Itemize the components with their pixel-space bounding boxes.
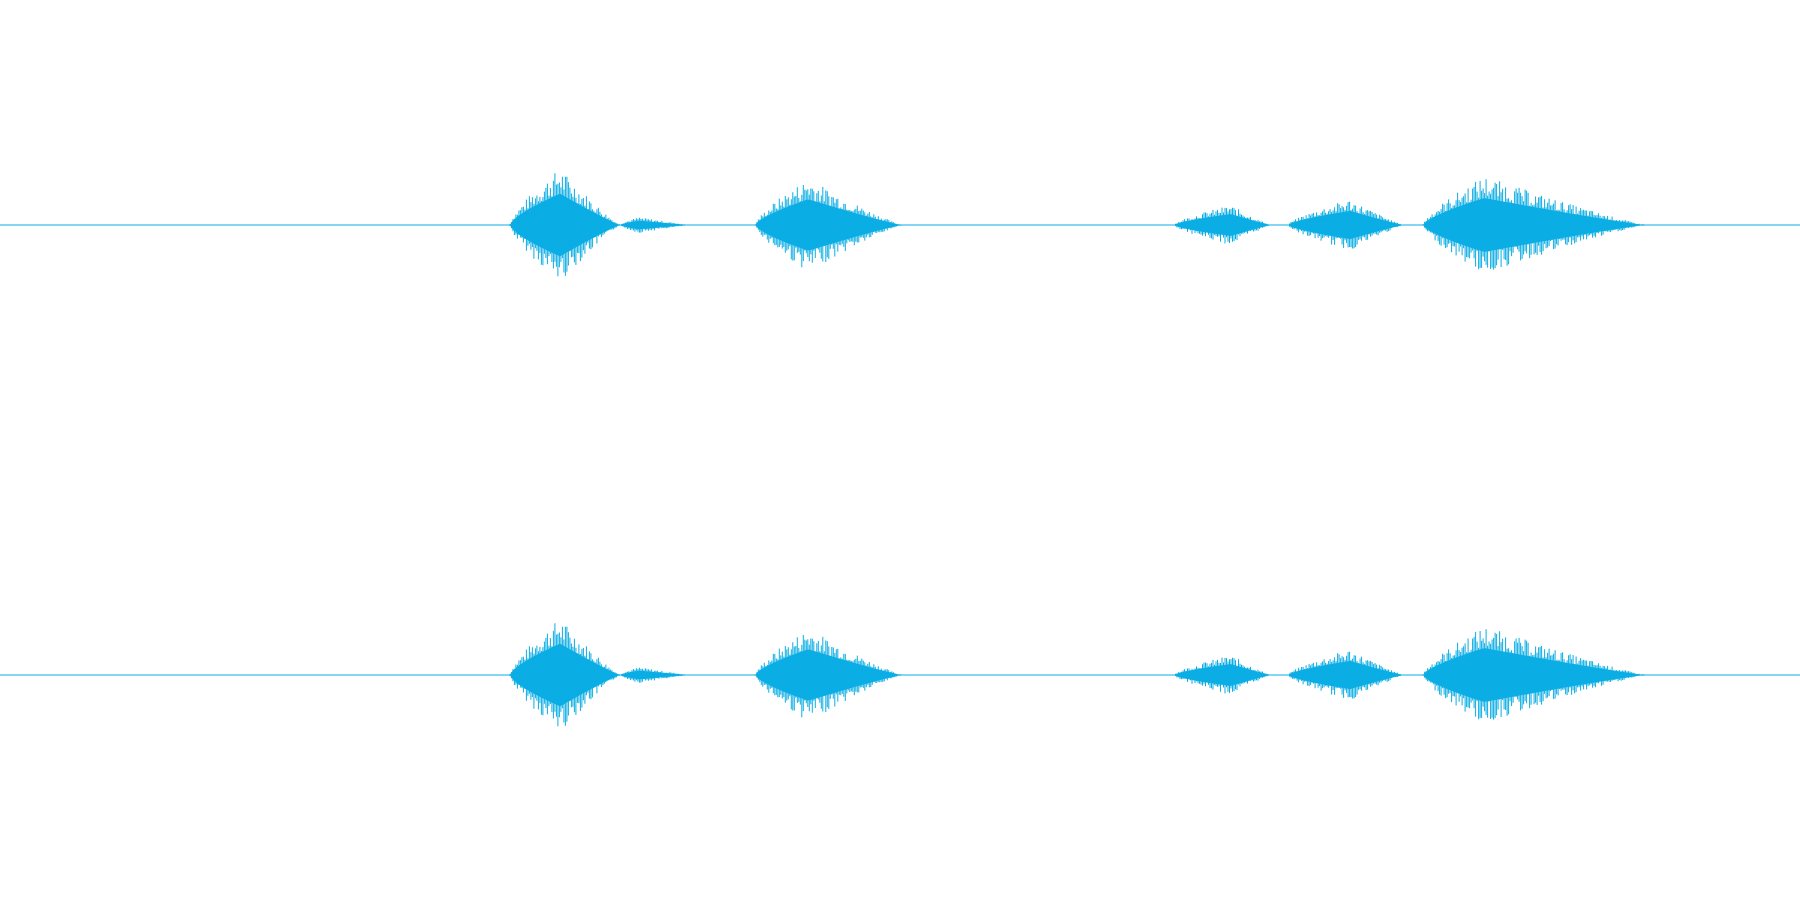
waveform-burst — [509, 173, 620, 277]
waveform-burst — [509, 623, 620, 727]
waveform-burst — [1422, 179, 1645, 270]
waveform-channel-2 — [0, 623, 1800, 727]
waveform-burst — [1422, 629, 1645, 720]
waveform-burst — [754, 185, 902, 268]
waveform-burst — [1173, 657, 1271, 694]
waveform-channel-1 — [0, 173, 1800, 277]
waveform-burst — [619, 667, 691, 683]
waveform-burst — [1287, 651, 1403, 699]
waveform-burst — [1173, 207, 1271, 244]
waveform-burst — [619, 217, 691, 233]
waveform-burst — [1287, 201, 1403, 249]
waveform-burst — [754, 635, 902, 718]
